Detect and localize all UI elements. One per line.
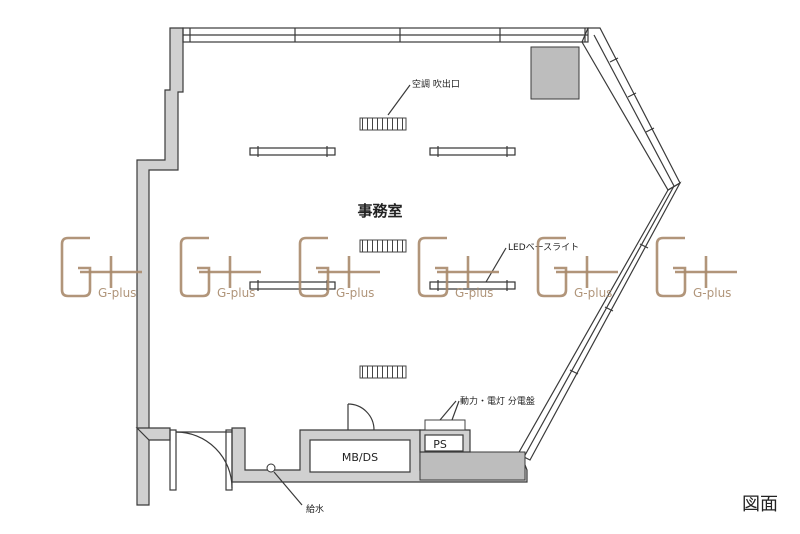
watermark-logo: G-plus: [417, 236, 499, 300]
mbds-box: [309, 439, 411, 473]
watermark-row: G-plus G-plus G-plus G-plus G-plus G-plus: [60, 236, 737, 300]
watermark-logo: G-plus: [179, 236, 261, 300]
ps-label: PS: [433, 438, 447, 451]
entrance-door[interactable]: [169, 429, 233, 491]
led-light: [249, 146, 336, 157]
led-light: [249, 280, 336, 291]
ac-outlet: [359, 239, 407, 253]
watermark-logo: G-plus: [536, 236, 618, 300]
led-light: [429, 146, 516, 157]
watermark-logo: G-plus: [298, 236, 380, 300]
diagonal-wall-upper: [581, 27, 681, 191]
watermark-text: G-plus: [336, 286, 374, 300]
watermark-text: G-plus: [693, 286, 731, 300]
watermark-logo: G-plus: [655, 236, 737, 300]
watermark-text: G-plus: [98, 286, 136, 300]
mbds-label: MB/DS: [342, 451, 378, 464]
watermark-text: G-plus: [455, 286, 493, 300]
ac-outlet: [359, 365, 407, 379]
door-mbds[interactable]: [347, 403, 375, 431]
ac-outlet-label: 空調 吹出口: [412, 78, 460, 90]
column: [530, 46, 580, 100]
watermark-text: G-plus: [217, 286, 255, 300]
water-supply-icon: [266, 463, 276, 473]
led-light: [429, 280, 516, 291]
watermark-logo: G-plus: [60, 236, 142, 300]
diagonal-wall-lower: [517, 181, 682, 461]
water-label: 給水: [306, 503, 324, 515]
top-wall: [182, 27, 589, 43]
room-label: 事務室: [357, 202, 402, 220]
led-light-label: LEDベースライト: [508, 242, 579, 253]
ac-outlet: [359, 117, 407, 131]
drawing-label: 図面: [742, 494, 778, 515]
distribution-panel: [424, 419, 466, 431]
watermark-text: G-plus: [574, 286, 612, 300]
ps-box: [424, 434, 464, 452]
panel-label: 動力・電灯 分電盤: [460, 395, 535, 407]
